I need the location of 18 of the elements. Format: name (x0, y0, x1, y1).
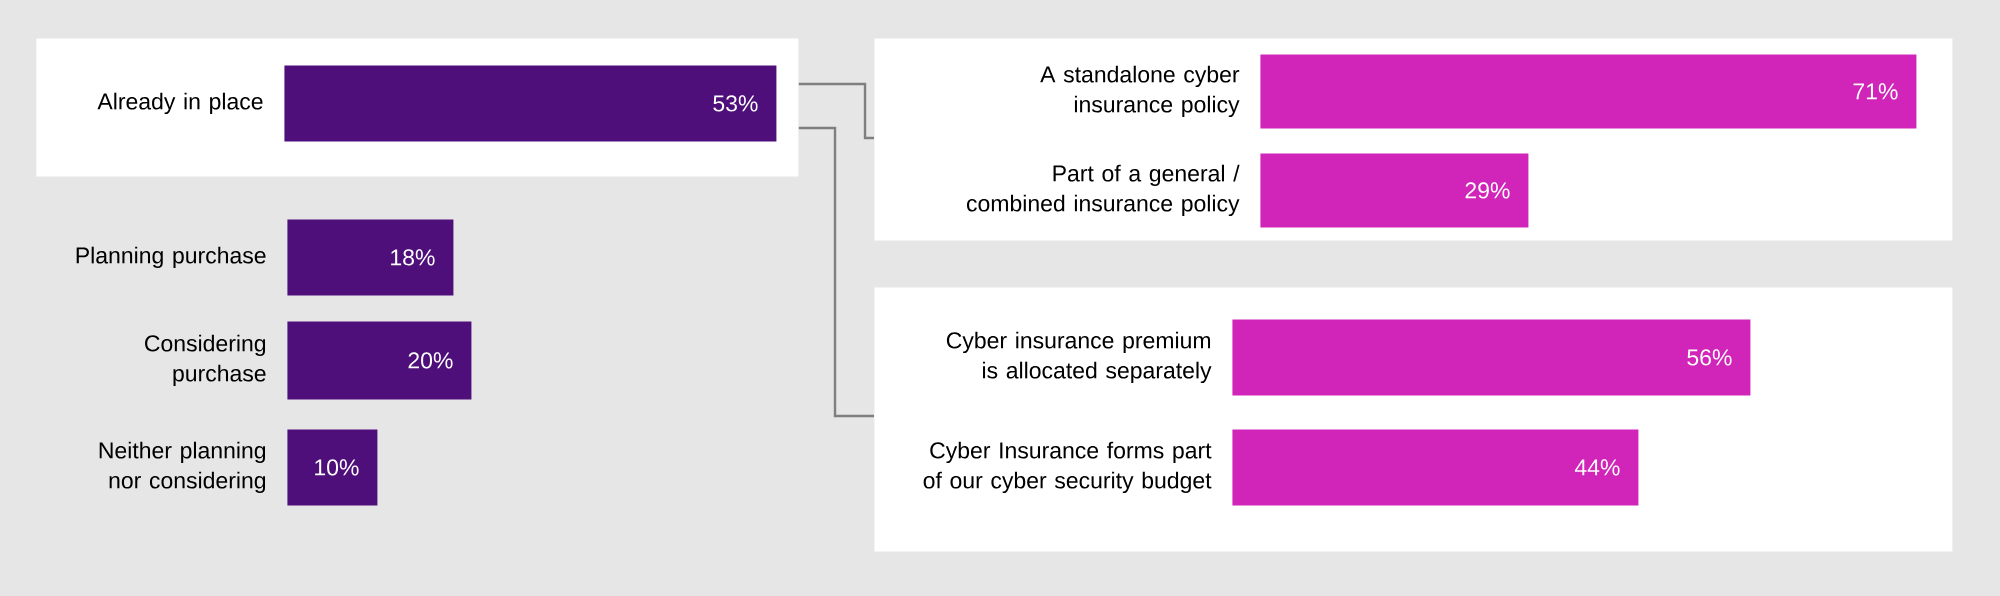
bar-label: Cyber Insurance forms part of our cyber security budget (923, 441, 1212, 494)
bar-label: Already in place (97, 92, 263, 115)
bar-label: Part of a general / combined insurance policy (967, 164, 1240, 217)
bar-label: Neither planning nor considering (99, 441, 266, 494)
bar-label: Considering purchase (145, 334, 266, 387)
bar: 44% (1232, 429, 1639, 506)
bar: 71% (1260, 54, 1917, 129)
bar: 10% (287, 429, 378, 506)
bar: 56% (1232, 319, 1751, 396)
bar: 18% (287, 219, 454, 296)
connector-line (798, 82, 874, 140)
bar-label: Cyber insurance premium is allocated separately (946, 331, 1212, 384)
connector-line (798, 126, 874, 418)
bar: 29% (1260, 153, 1529, 228)
bar: 20% (287, 321, 472, 400)
bar: 53% (284, 65, 777, 142)
bar-label: A standalone cyber insurance policy (1040, 65, 1240, 118)
bar-label: Planning purchase (76, 246, 266, 269)
